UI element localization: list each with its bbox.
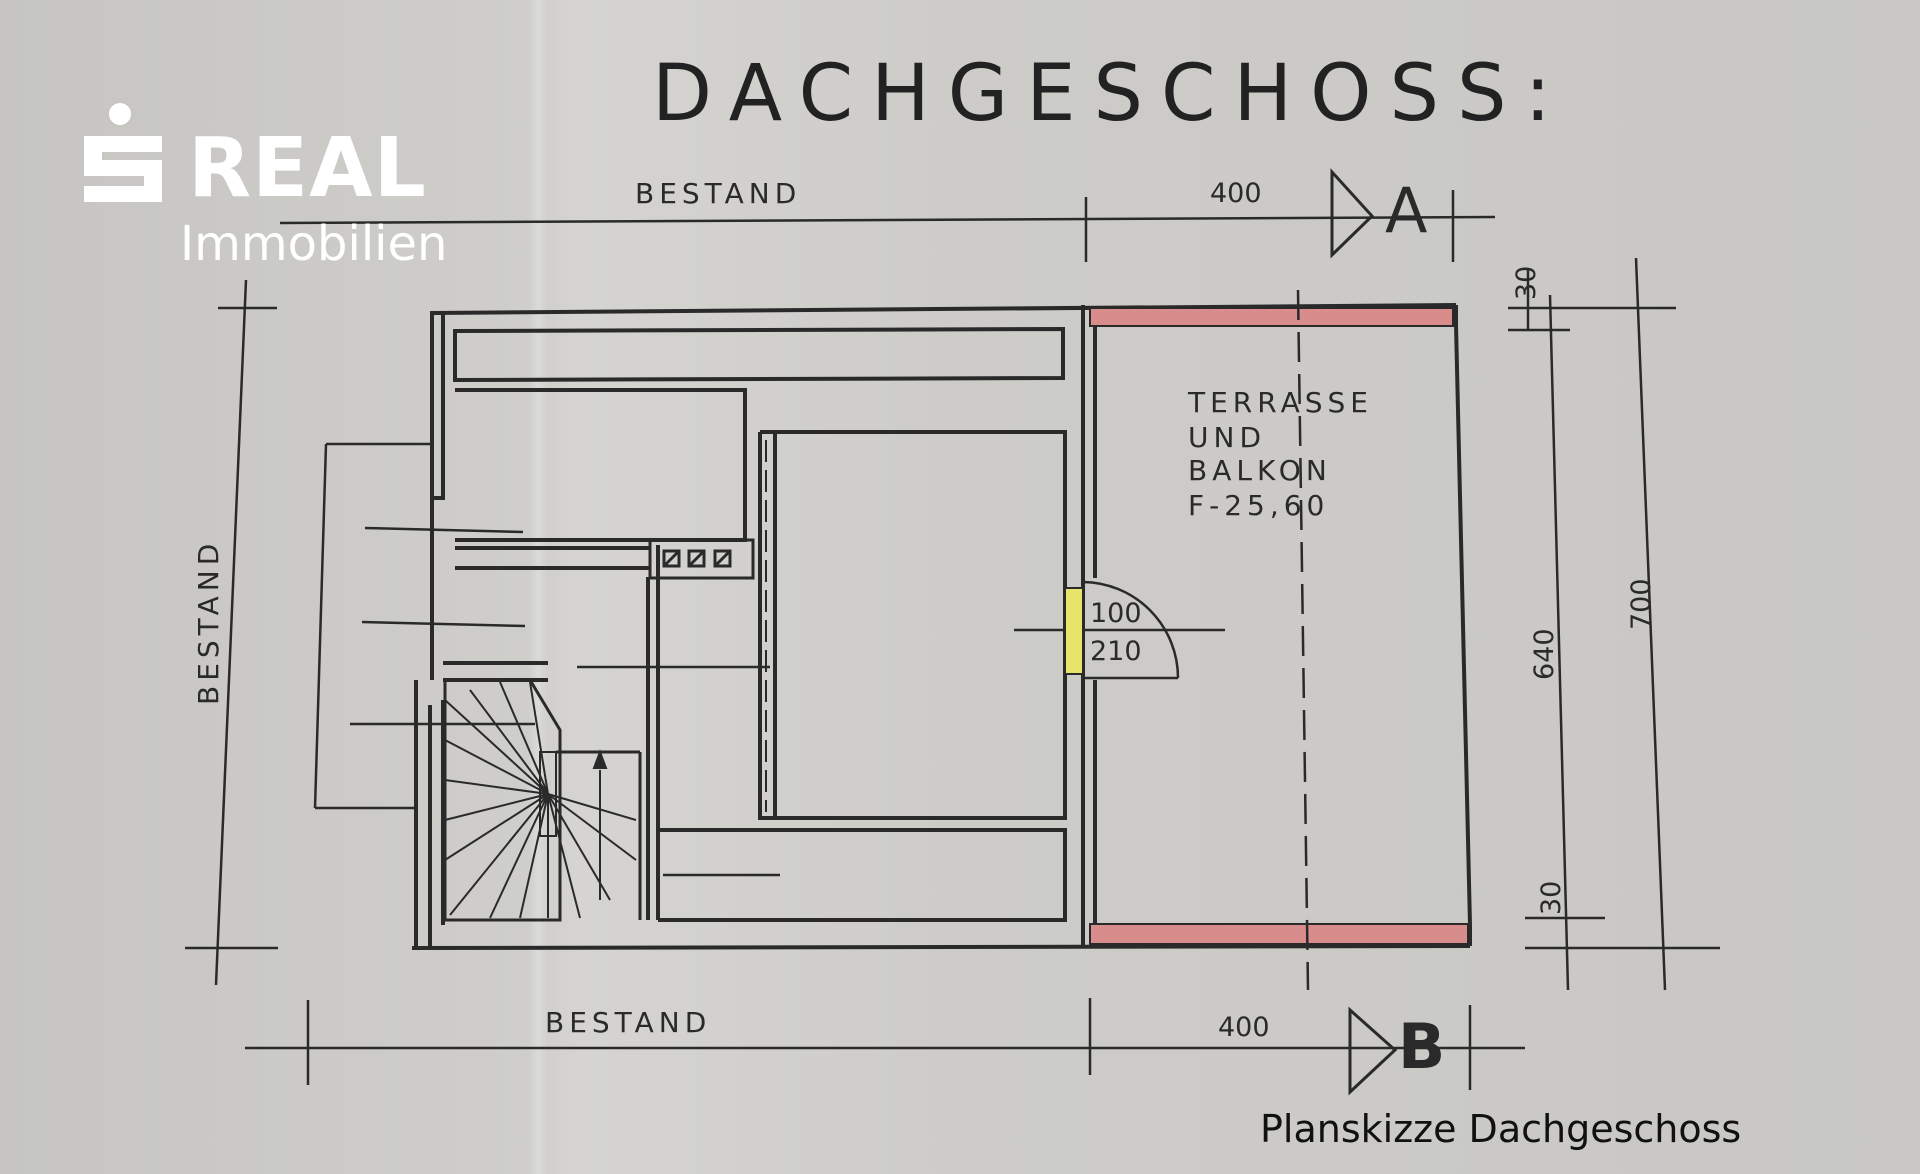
- section-b-marker: B: [1398, 1010, 1445, 1083]
- plan-caption: Planskizze Dachgeschoss: [1260, 1107, 1742, 1151]
- door-swing-arc: [1082, 580, 1180, 679]
- terrace-area-label: F-25,60: [1188, 489, 1329, 522]
- top-width-dimension: 400: [1210, 178, 1262, 209]
- section-dashed-line: [1296, 289, 1310, 991]
- top-dimension-line: [279, 168, 1496, 262]
- chimney: [648, 538, 755, 580]
- bestand-top-label: BESTAND: [635, 177, 801, 210]
- left-dimension-line: [185, 279, 278, 986]
- s-real-logo: REAL Immobilien: [78, 100, 498, 270]
- bottom-railing: [1089, 923, 1469, 945]
- door-width-dimension: 100: [1090, 598, 1142, 629]
- plan-title: DACHGESCHOSS:: [652, 49, 1569, 139]
- terrace-label-line1: TERRASSE: [1187, 386, 1373, 419]
- terrace-label-line3: BALKON: [1188, 454, 1332, 487]
- top-railing: [1089, 307, 1454, 327]
- bestand-bottom-label: BESTAND: [545, 1006, 711, 1039]
- section-a-marker: A: [1385, 174, 1427, 247]
- bottom-width-dimension: 400: [1218, 1012, 1270, 1043]
- logo-subtitle-text: Immobilien: [180, 216, 448, 272]
- right-dimension-lines: [1508, 257, 1720, 991]
- right-outer-dimension: 700: [1626, 578, 1657, 630]
- bottom-dimension-line: [245, 998, 1525, 1096]
- right-bottom-dimension: 30: [1536, 881, 1567, 915]
- bestand-left-label: BESTAND: [192, 539, 225, 705]
- left-annex: [313, 442, 1225, 877]
- right-top-dimension: 30: [1511, 266, 1542, 300]
- terrace-door: [1064, 587, 1084, 675]
- paper-fold: [528, 0, 548, 1174]
- sparkasse-s-icon: [84, 103, 162, 202]
- door-height-dimension: 210: [1090, 636, 1142, 667]
- staircase: [443, 678, 642, 922]
- right-inner-dimension: 640: [1529, 628, 1560, 680]
- logo-brand-text: REAL: [188, 121, 427, 216]
- terrace-label-line2: UND: [1188, 421, 1266, 454]
